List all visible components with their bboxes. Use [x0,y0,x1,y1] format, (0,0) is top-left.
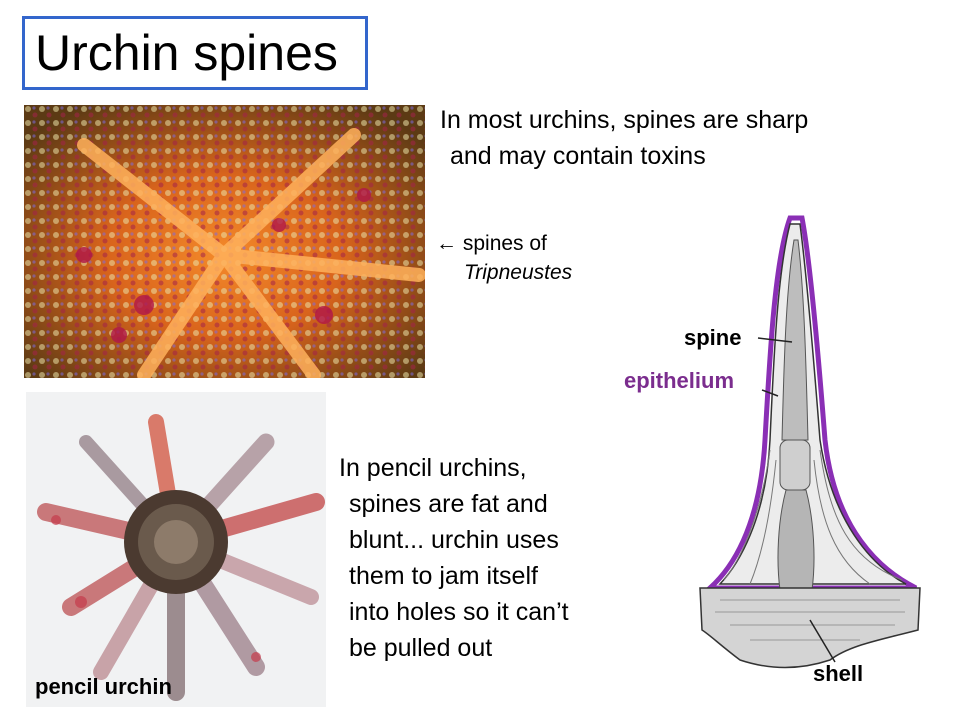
pencil-text-line-4: them to jam itself [349,562,538,590]
pencil-urchin-photo-art [37,414,325,701]
tripneustes-photo-art [24,105,425,378]
pencil-text-line-3: blunt... urchin uses [349,526,559,554]
spine-label: spine [684,325,742,350]
tripneustes-caption: ← spines of Tripneustes [436,229,572,287]
tripneustes-caption-prefix: spines of [462,232,547,255]
pencil-text-line-2: spines are fat and [349,490,548,518]
tripneustes-photo [24,105,425,378]
pencil-spines-text: In pencil urchins, spines are fat and bl… [339,450,649,666]
pencil-text-line-1: In pencil urchins, [339,454,527,482]
title-box: Urchin spines [22,16,368,90]
arrow-left-icon: ← [436,232,457,255]
spine-diagram-art [699,215,921,669]
epithelium-label: epithelium [624,368,735,393]
sharp-spines-text: In most urchins, spines are sharp and ma… [440,102,940,174]
shell-label: shell [813,661,864,686]
sharp-spines-line-2: and may contain toxins [450,142,706,170]
pencil-text-line-6: be pulled out [349,634,493,662]
tripneustes-species-name: Tripneustes [464,261,573,284]
pencil-urchin-photo [26,392,326,707]
spine-diagram [620,200,960,720]
page-title: Urchin spines [35,25,338,81]
pencil-text-line-5: into holes so it can’t [349,598,569,626]
sharp-spines-line-1: In most urchins, spines are sharp [440,106,809,134]
pencil-urchin-caption: pencil urchin [35,674,172,699]
